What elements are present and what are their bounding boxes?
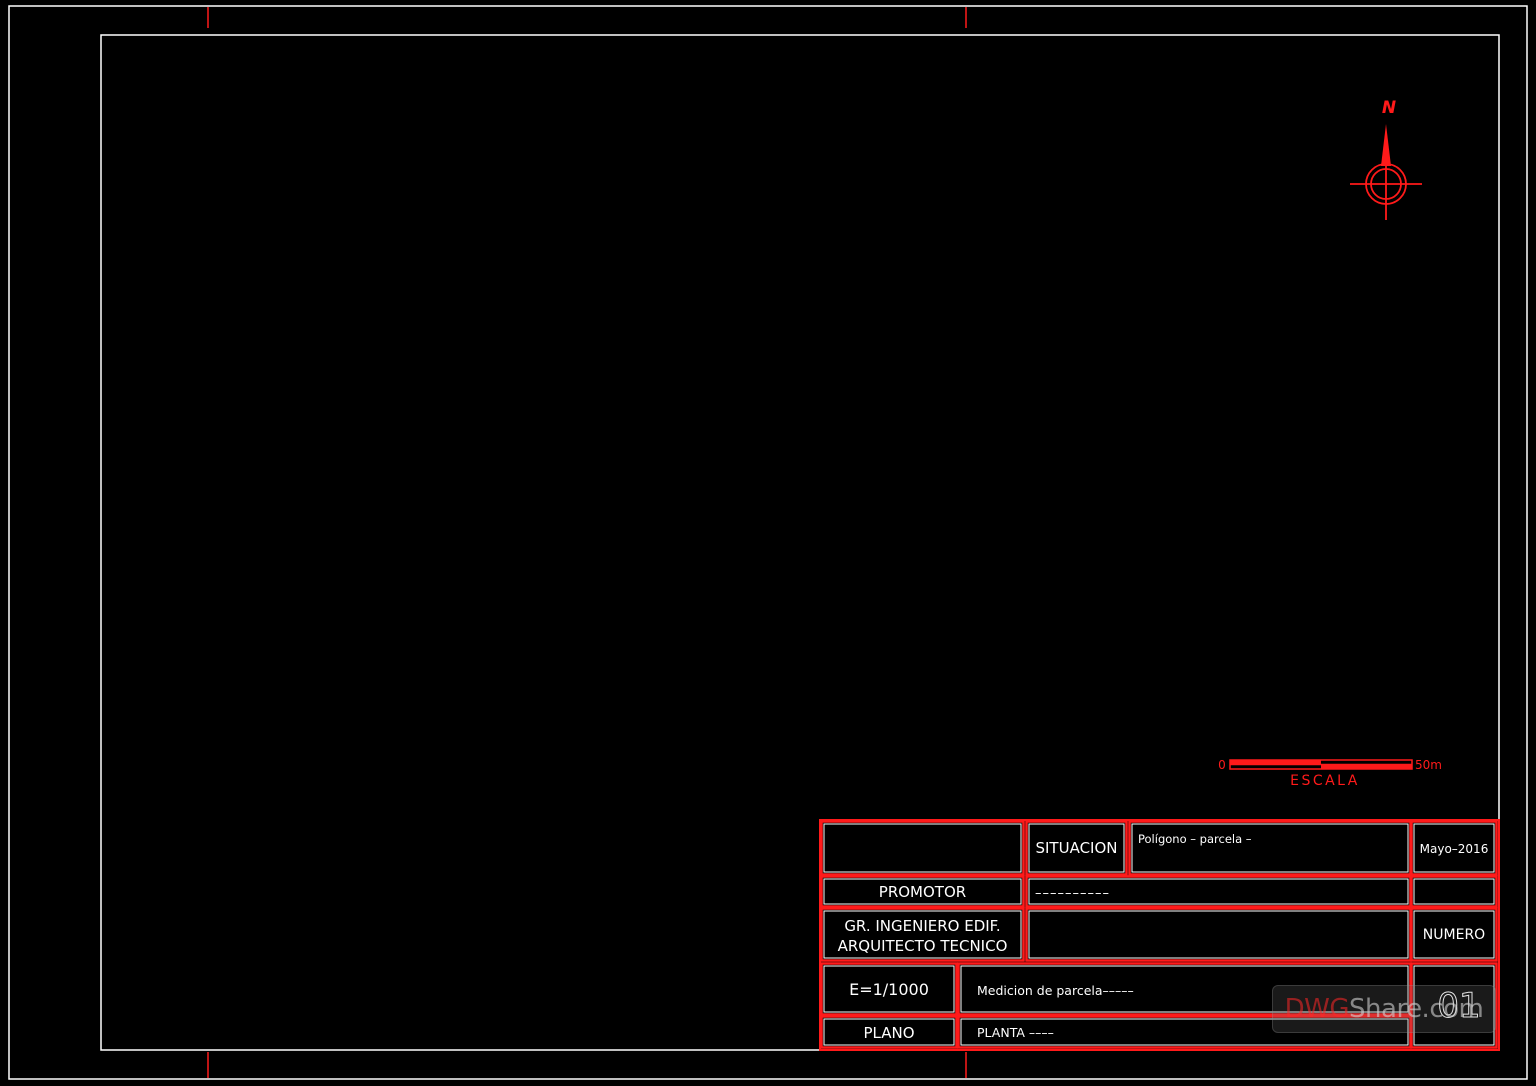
sheet-number: 01 (1437, 986, 1480, 1026)
scale-title: ESCALA (1290, 773, 1360, 789)
north-arrow-icon (1350, 124, 1422, 220)
promotor-label: PROMOTOR (879, 883, 966, 901)
description-text: Medicion de parcela––––– (977, 983, 1134, 998)
outer-frame (8, 5, 1528, 1080)
situacion-label: SITUACION (1035, 839, 1117, 857)
numero-label: NUMERO (1423, 927, 1485, 943)
scale-ratio: E=1/1000 (849, 980, 929, 999)
author-line-2: ARQUITECTO TECNICO (838, 937, 1008, 955)
watermark-part-2: Share.com (1349, 994, 1484, 1024)
plano-value: PLANTA –––– (977, 1025, 1054, 1040)
scale-max-label: 50m (1415, 758, 1442, 772)
title-block-cell-outlines (820, 820, 1498, 1049)
scale-min-label: 0 (1218, 758, 1226, 772)
north-label: N (1382, 98, 1396, 118)
promotor-value: –––––––––– (1035, 886, 1110, 901)
situacion-value: Polígono – parcela – (1138, 832, 1252, 846)
plano-label: PLANO (863, 1024, 914, 1042)
registration-ticks (207, 7, 967, 1078)
date-text: Mayo–2016 (1420, 842, 1489, 856)
watermark: DWGShare.com (1272, 985, 1496, 1033)
scale-bar (1229, 759, 1413, 770)
author-line-1: GR. INGENIERO EDIF. (844, 917, 1000, 935)
watermark-part-1: DWG (1284, 994, 1350, 1024)
title-block-cells (823, 823, 1495, 1046)
title-block (819, 819, 1500, 1051)
